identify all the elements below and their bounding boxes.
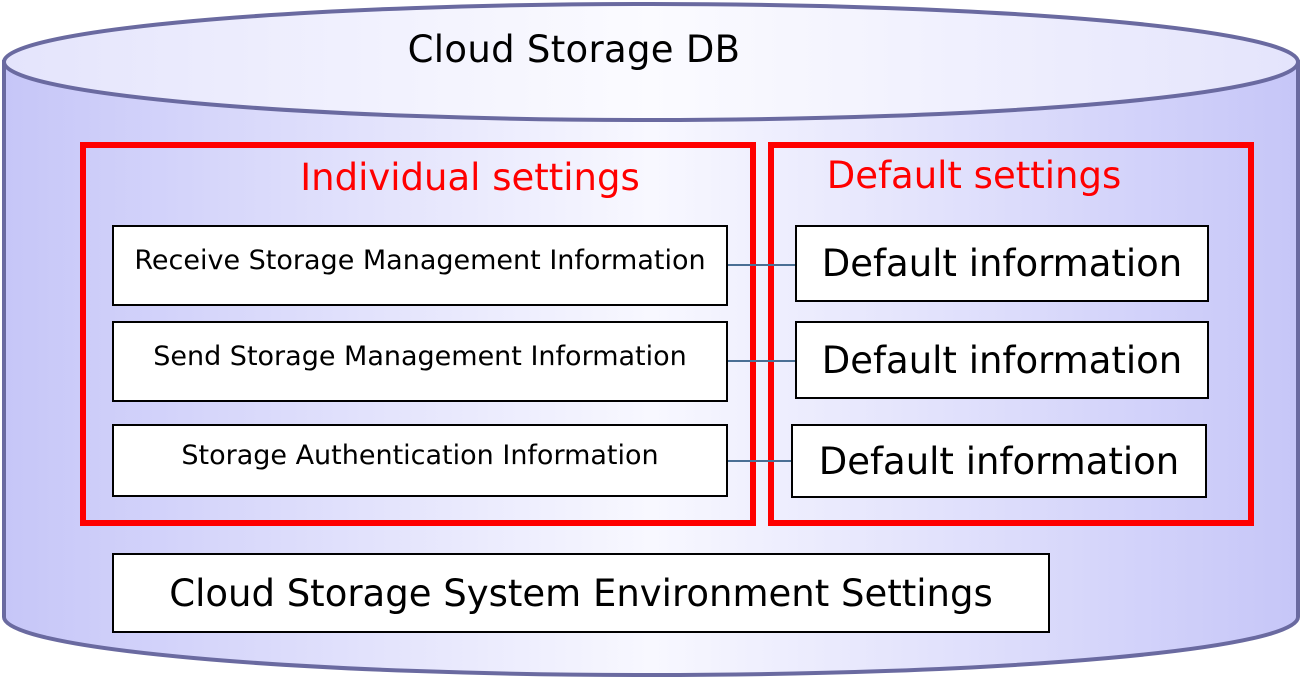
- cloud-storage-system-environment-settings-box: Cloud Storage System Environment Setting…: [112, 553, 1050, 633]
- default-information-box: Default information: [795, 225, 1209, 302]
- default-settings-title: Default settings: [826, 154, 1122, 197]
- individual-settings-title: Individual settings: [300, 156, 640, 199]
- receive-storage-management-information-box: Receive Storage Management Information: [112, 225, 728, 306]
- storage-authentication-information-box: Storage Authentication Information: [112, 424, 728, 497]
- send-storage-management-information-box: Send Storage Management Information: [112, 321, 728, 402]
- cylinder-top: [2, 2, 1300, 122]
- connector-line: [728, 264, 795, 266]
- default-settings-group: [768, 142, 1254, 526]
- individual-settings-group: [80, 142, 756, 526]
- db-title: Cloud Storage DB: [407, 28, 741, 71]
- connector-line: [728, 460, 791, 462]
- default-information-box: Default information: [795, 321, 1209, 399]
- connector-line: [728, 360, 795, 362]
- default-information-box: Default information: [791, 424, 1207, 498]
